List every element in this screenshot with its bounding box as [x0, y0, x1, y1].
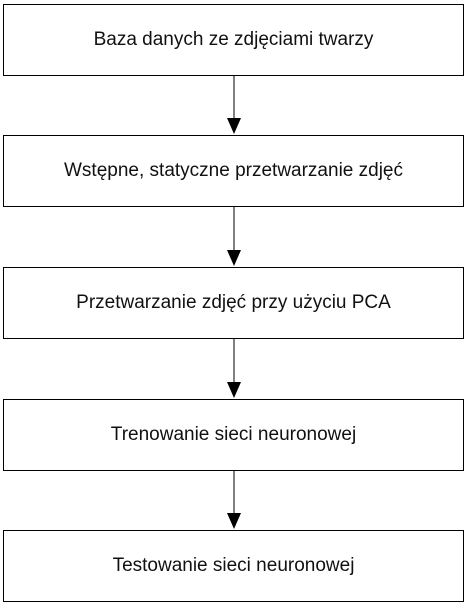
step-box-face-database: Baza danych ze zdjęciami twarzy	[3, 4, 464, 76]
step-label-network-testing: Testowanie sieci neuronowej	[112, 555, 355, 576]
step-box-pca-processing: Przetwarzanie zdjęć przy użyciu PCA	[3, 267, 464, 339]
step-label-static-preprocessing: Wstępne, statyczne przetwarzanie zdjęć	[64, 160, 403, 181]
arrow-1	[227, 76, 241, 134]
step-label-face-database: Baza danych ze zdjęciami twarzy	[93, 29, 374, 50]
arrow-3	[227, 339, 241, 398]
arrow-2	[227, 207, 241, 266]
step-label-network-training: Trenowanie sieci neuronowej	[110, 424, 357, 445]
step-box-network-training: Trenowanie sieci neuronowej	[3, 399, 464, 471]
arrow-4	[227, 471, 241, 529]
step-label-pca-processing: Przetwarzanie zdjęć przy użyciu PCA	[76, 292, 391, 313]
step-box-static-preprocessing: Wstępne, statyczne przetwarzanie zdjęć	[3, 135, 464, 207]
step-box-network-testing: Testowanie sieci neuronowej	[3, 530, 464, 602]
